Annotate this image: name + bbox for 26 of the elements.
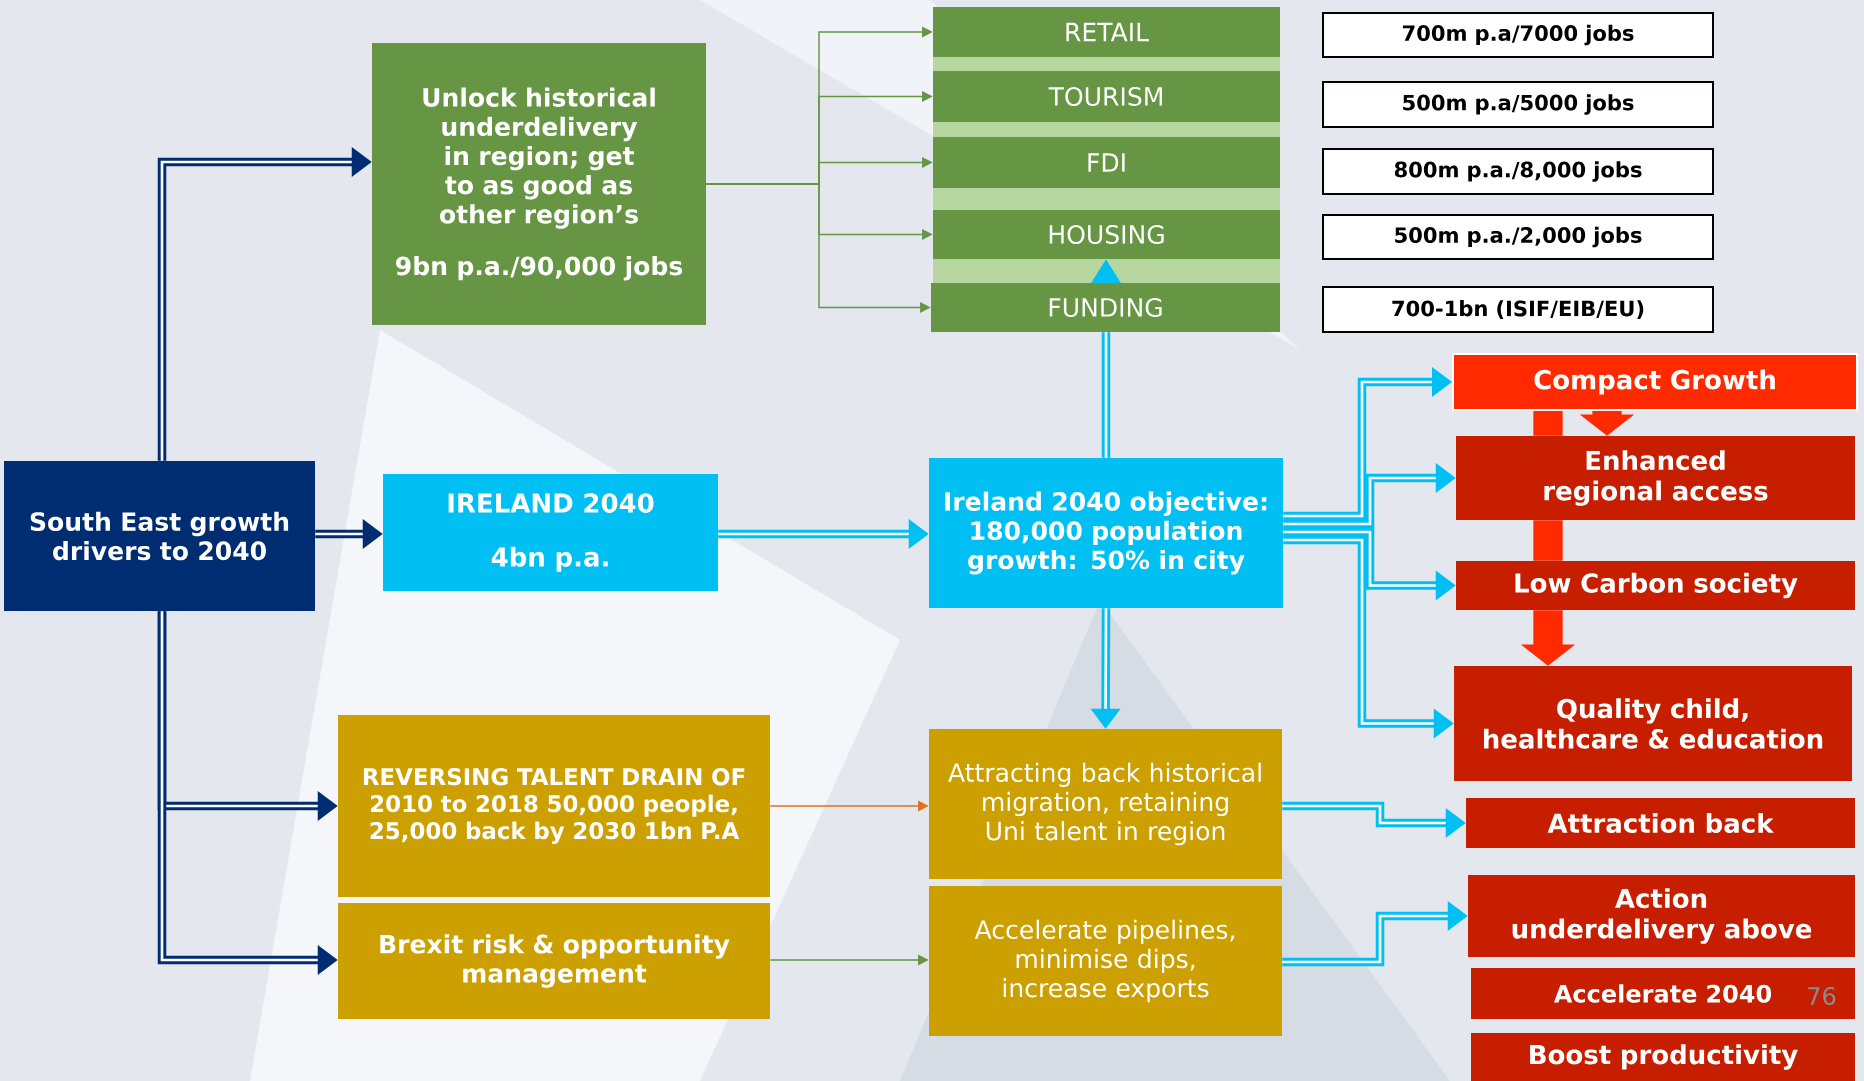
- outcome-box: Boost productivity: [1471, 1033, 1855, 1081]
- outcome-box: Low Carbon society: [1456, 561, 1855, 610]
- process-box: Ireland 2040 objective: 180,000 population growth: 50% in city: [929, 458, 1283, 608]
- process-box: South East growth drivers to 2040: [4, 461, 315, 611]
- process-box: Unlock historical underdelivery in region; get to as good as other region’s 9bn p.a./90,000 jobs: [372, 43, 706, 325]
- outcome-box: Action underdelivery above: [1468, 875, 1855, 957]
- value-box: 700-1bn (ISIF/EIB/EU): [1322, 286, 1714, 333]
- value-box: 500m p.a/5000 jobs: [1322, 81, 1714, 128]
- category-bar: FDI: [933, 137, 1280, 188]
- category-bar: TOURISM: [933, 71, 1280, 122]
- value-box: 500m p.a./2,000 jobs: [1322, 214, 1714, 260]
- page-number: 76: [1808, 986, 1836, 1006]
- outcome-box: Quality child, healthcare & education: [1454, 666, 1852, 781]
- process-box: Accelerate pipelines, minimise dips, increase exports: [929, 886, 1282, 1036]
- process-box: Brexit risk & opportunity management: [338, 903, 770, 1019]
- category-bar: FUNDING: [931, 283, 1280, 332]
- process-box: IRELAND 2040 4bn p.a.: [383, 474, 718, 591]
- value-box: 700m p.a/7000 jobs: [1322, 12, 1714, 58]
- process-box: REVERSING TALENT DRAIN OF 2010 to 2018 50,000 people, 25,000 back by 2030 1bn P.A: [338, 715, 770, 897]
- outcome-box: Enhanced regional access: [1456, 436, 1855, 520]
- category-bar: RETAIL: [933, 7, 1280, 57]
- category-bar: HOUSING: [933, 210, 1280, 259]
- outcome-box: Compact Growth: [1452, 353, 1858, 411]
- outcome-box: Attraction back: [1466, 798, 1855, 848]
- process-box: Attracting back historical migration, retaining Uni talent in region: [929, 729, 1282, 879]
- value-box: 800m p.a./8,000 jobs: [1322, 148, 1714, 195]
